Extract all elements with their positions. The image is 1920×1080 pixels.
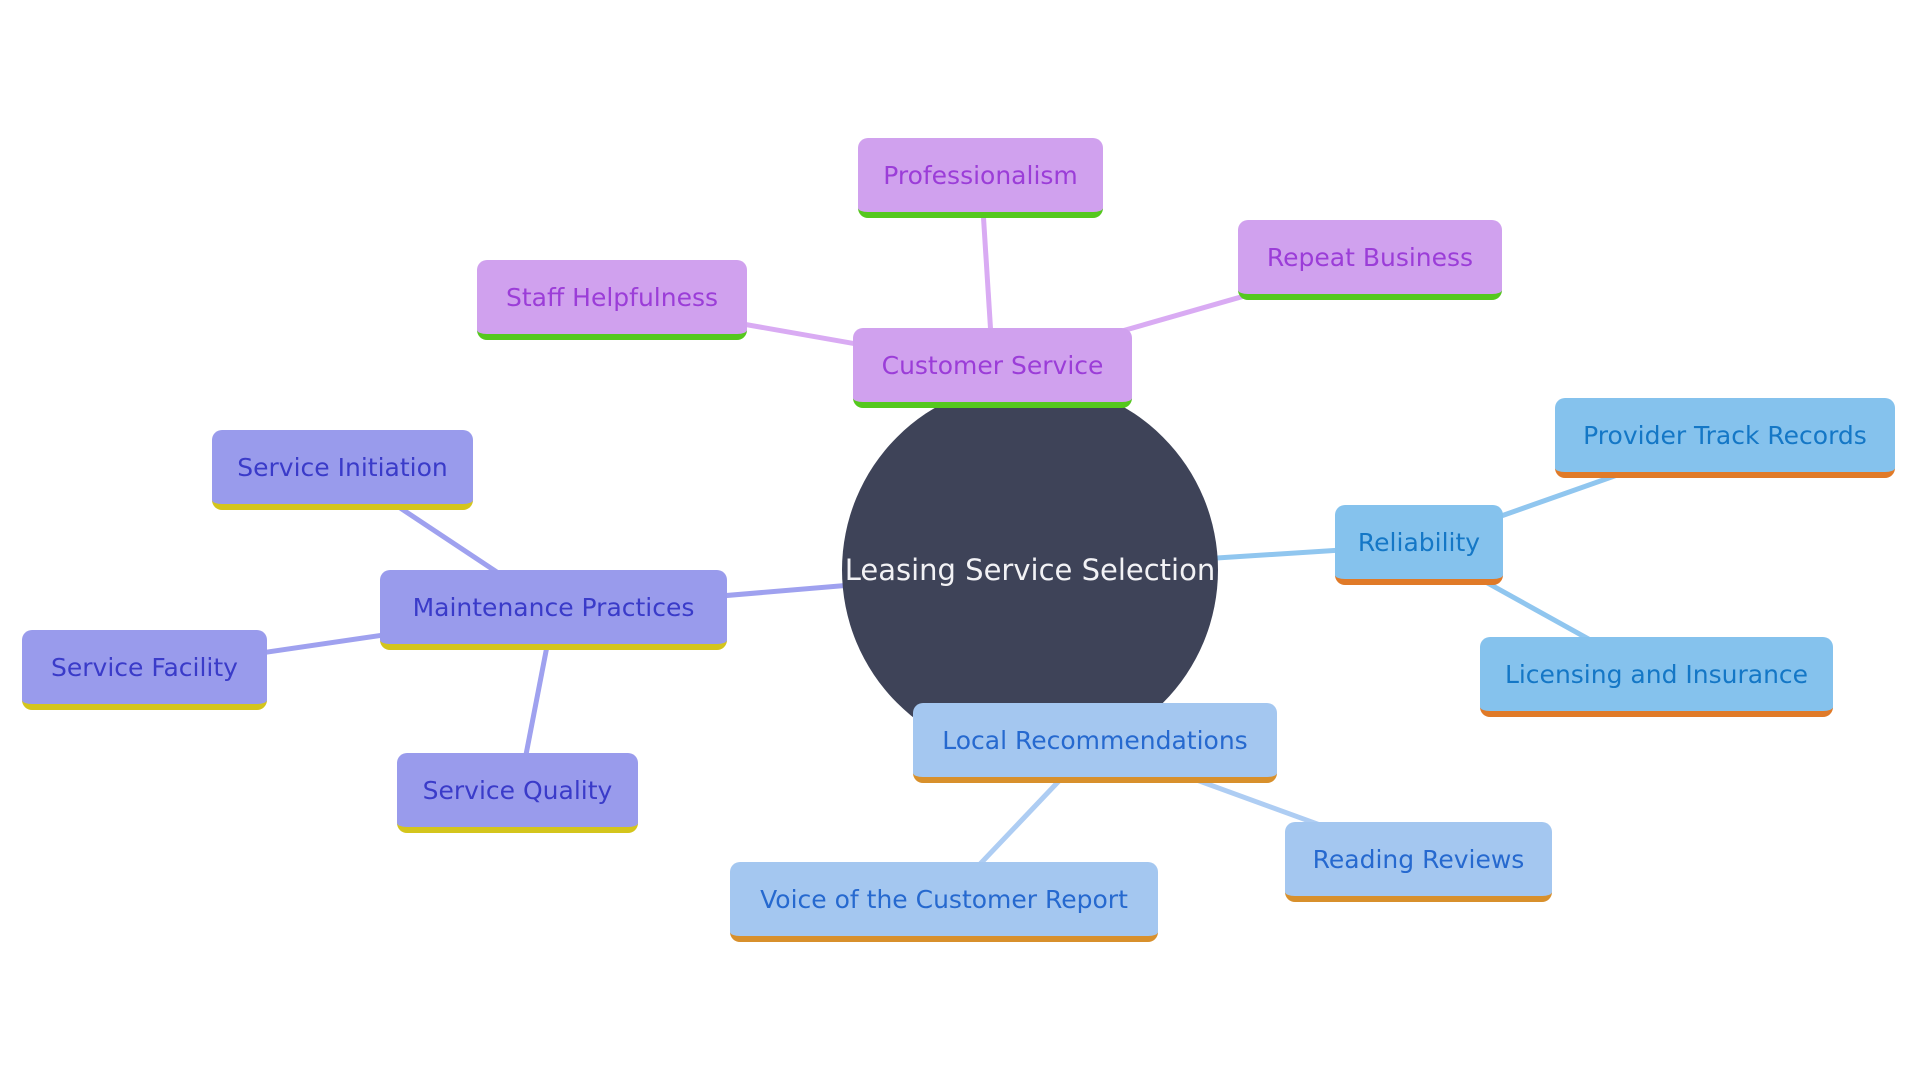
node-customer-service[interactable]: Customer Service xyxy=(853,328,1132,408)
node-service-quality-label: Service Quality xyxy=(422,775,613,805)
node-local-recommendations[interactable]: Local Recommendations xyxy=(913,703,1277,783)
node-reading-reviews-label: Reading Reviews xyxy=(1312,844,1525,874)
node-provider-track-records-label: Provider Track Records xyxy=(1583,420,1867,450)
node-service-initiation-label: Service Initiation xyxy=(237,452,448,482)
node-provider-track-records[interactable]: Provider Track Records xyxy=(1555,398,1895,478)
center-node[interactable]: Leasing Service Selection xyxy=(842,382,1218,758)
node-professionalism[interactable]: Professionalism xyxy=(858,138,1103,218)
node-repeat-business[interactable]: Repeat Business xyxy=(1238,220,1502,300)
node-voice-customer-report-label: Voice of the Customer Report xyxy=(760,884,1128,914)
node-repeat-business-label: Repeat Business xyxy=(1266,242,1474,272)
node-local-recommendations-label: Local Recommendations xyxy=(942,725,1248,755)
node-reading-reviews[interactable]: Reading Reviews xyxy=(1285,822,1552,902)
node-professionalism-label: Professionalism xyxy=(883,160,1078,190)
center-node-label: Leasing Service Selection xyxy=(844,553,1216,587)
node-licensing-insurance-label: Licensing and Insurance xyxy=(1504,659,1809,689)
node-service-facility[interactable]: Service Facility xyxy=(22,630,267,710)
node-customer-service-label: Customer Service xyxy=(881,350,1104,380)
node-service-quality[interactable]: Service Quality xyxy=(397,753,638,833)
node-service-initiation[interactable]: Service Initiation xyxy=(212,430,473,510)
node-maintenance-practices[interactable]: Maintenance Practices xyxy=(380,570,727,650)
node-maintenance-practices-label: Maintenance Practices xyxy=(412,592,695,622)
node-staff-helpfulness-label: Staff Helpfulness xyxy=(505,282,719,312)
node-staff-helpfulness[interactable]: Staff Helpfulness xyxy=(477,260,747,340)
node-voice-customer-report[interactable]: Voice of the Customer Report xyxy=(730,862,1158,942)
node-service-facility-label: Service Facility xyxy=(51,652,238,682)
node-licensing-insurance[interactable]: Licensing and Insurance xyxy=(1480,637,1833,717)
node-reliability-label: Reliability xyxy=(1357,527,1481,557)
node-reliability[interactable]: Reliability xyxy=(1335,505,1503,585)
